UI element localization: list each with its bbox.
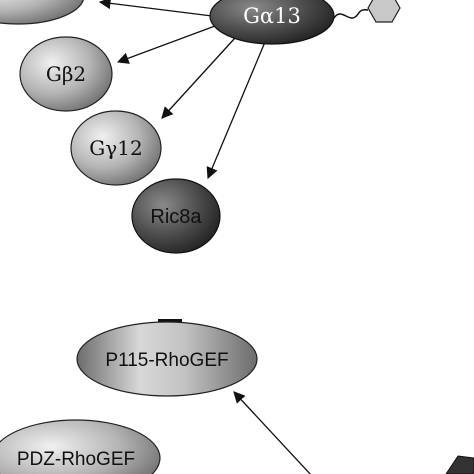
node-p115-rhogef-label: P115-RhoGEF bbox=[105, 350, 228, 371]
arrow-ga13-to-gy12 bbox=[161, 37, 236, 119]
node-ric8a bbox=[131, 178, 221, 254]
ga13-tether bbox=[333, 8, 369, 19]
node-ga13 bbox=[209, 0, 335, 45]
node-p115-rhogef bbox=[76, 321, 258, 397]
arrow-ga13-to-top-left bbox=[98, 0, 213, 17]
node-pdz-rhogef bbox=[0, 419, 161, 474]
top-left-partial-node bbox=[0, 0, 84, 25]
node-gy12 bbox=[70, 110, 162, 186]
arrow-to-p115-rhogef bbox=[233, 391, 312, 474]
node-pdz-rhogef-label: PDZ-RhoGEF bbox=[17, 449, 135, 470]
node-gy12-label: Gγ12 bbox=[89, 136, 142, 160]
node-ga13-label: Gα13 bbox=[243, 4, 301, 28]
hexagon-icon bbox=[367, 0, 401, 23]
node-ric8a-label: Ric8a bbox=[150, 206, 202, 228]
dark-partial-shape-icon bbox=[445, 455, 474, 474]
arrow-ga13-to-gb2 bbox=[116, 25, 216, 64]
arrow-ga13-to-ric8a bbox=[206, 41, 266, 180]
node-gb2-label: Gβ2 bbox=[46, 62, 86, 86]
node-gb2 bbox=[19, 36, 113, 112]
